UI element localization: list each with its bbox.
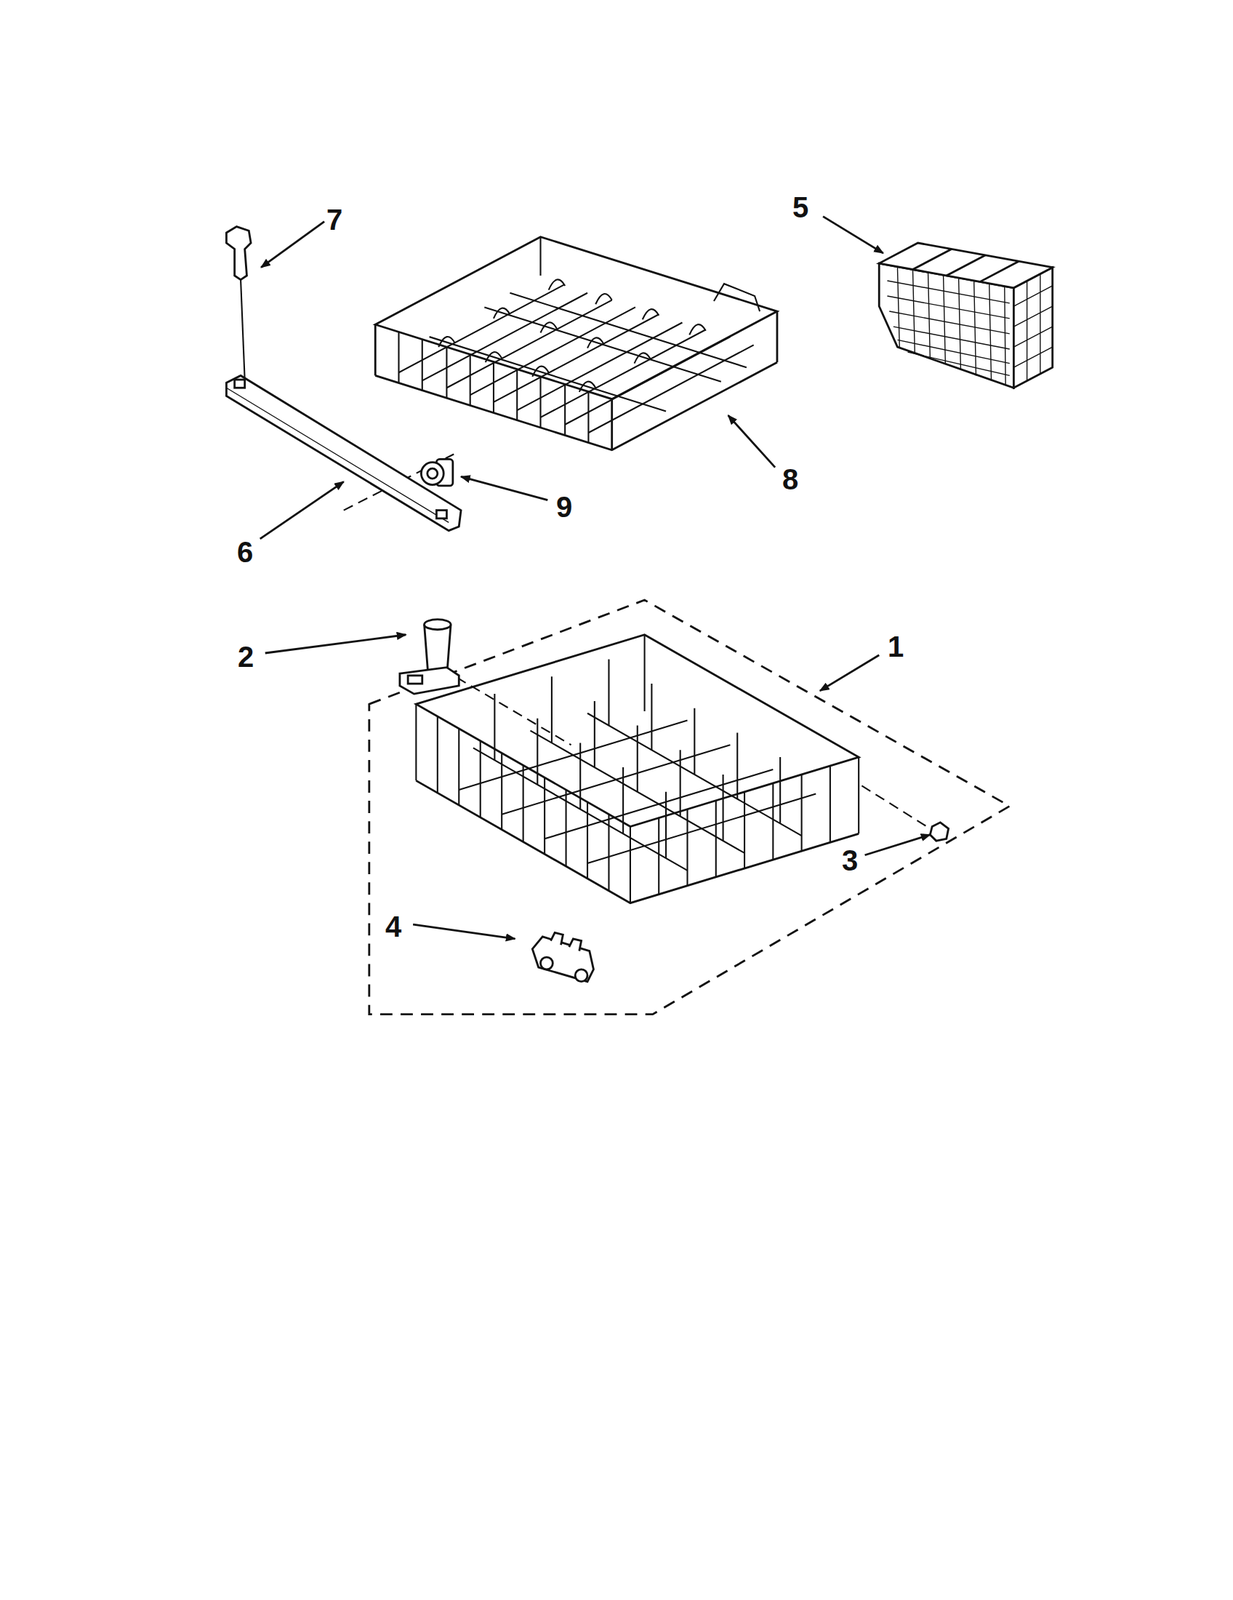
lower-rack (415, 634, 859, 903)
callout-number: 3 (841, 845, 858, 875)
callout-number: 7 (326, 205, 343, 235)
callout-number: 6 (237, 537, 253, 567)
rack-stop (929, 822, 949, 841)
callout-number: 5 (792, 192, 809, 222)
callout-number: 9 (556, 492, 573, 522)
callout-number: 2 (237, 641, 254, 672)
rack-roller-clip (532, 932, 594, 981)
upper-rack (375, 237, 778, 451)
leader-lines (260, 216, 931, 939)
callout-number: 8 (782, 464, 799, 494)
assembly-outline (369, 599, 1010, 1015)
rack-rail (226, 375, 461, 530)
spray-tube (399, 619, 459, 694)
silverware-basket (878, 242, 1052, 388)
callout-number: 4 (385, 911, 402, 941)
rack-clip (226, 226, 251, 380)
callout-number: 1 (887, 631, 904, 661)
rack-wheel (420, 458, 453, 485)
